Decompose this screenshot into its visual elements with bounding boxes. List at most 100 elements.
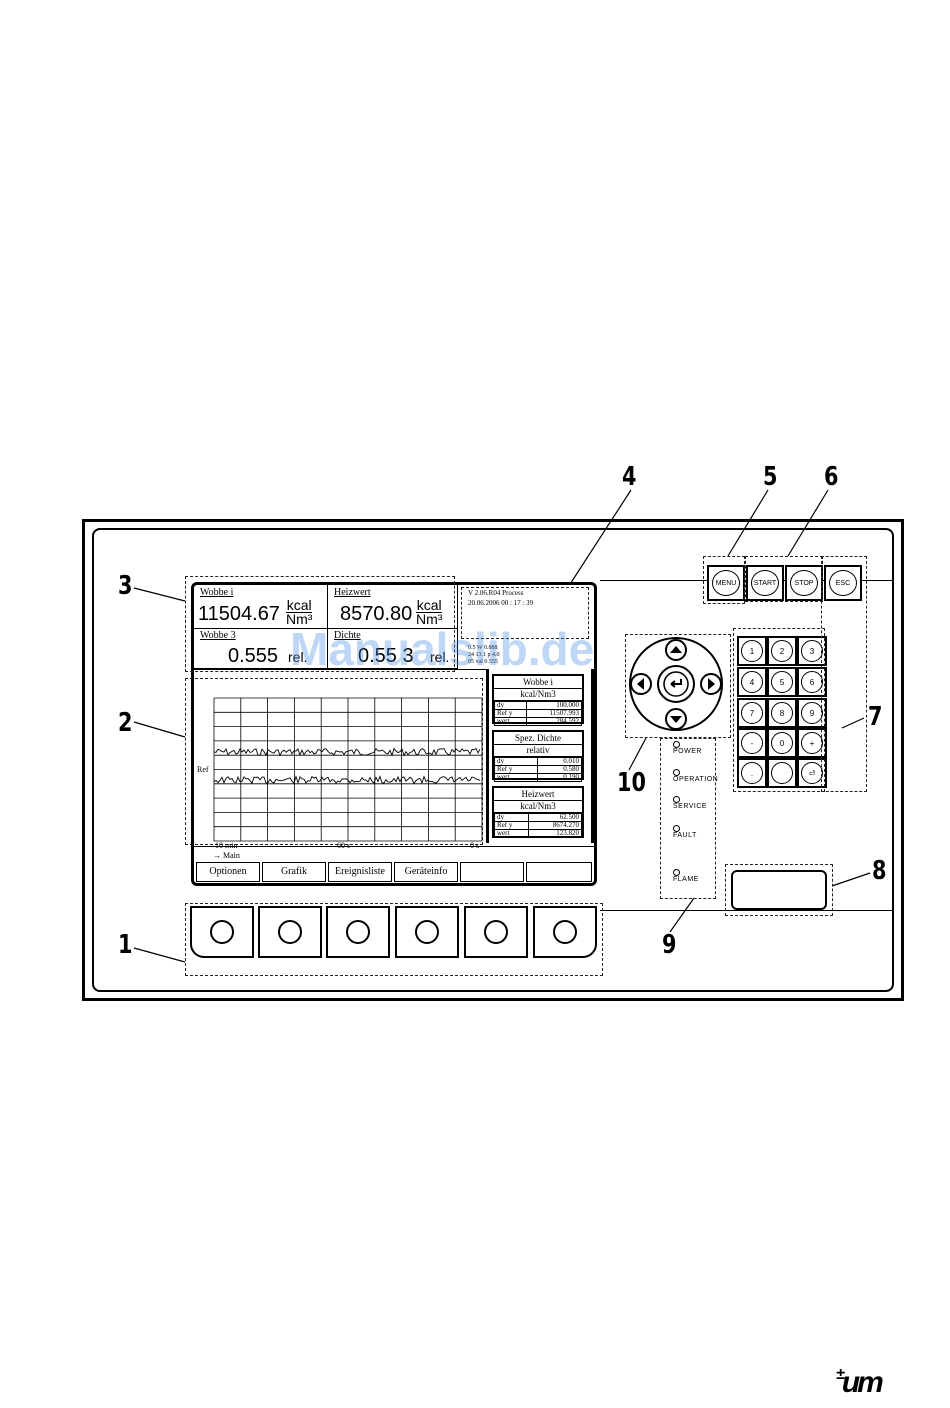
- keypad-key-dot[interactable]: .: [737, 758, 767, 788]
- keypad-key-4[interactable]: 4: [737, 667, 767, 697]
- hw-button-4[interactable]: [395, 906, 459, 958]
- hw-button-5[interactable]: [464, 906, 528, 958]
- graph-trace-2: [213, 775, 481, 785]
- graph-panel: [194, 669, 486, 847]
- time-label-left: 10 min: [215, 841, 238, 850]
- arrow-right-icon: [708, 678, 715, 690]
- hw-button-2[interactable]: [258, 906, 322, 958]
- softkey-grafik[interactable]: Grafik: [262, 862, 326, 882]
- region-6-start-stop: [745, 556, 823, 602]
- callout-7: 7: [868, 702, 883, 732]
- measure-unit: kcal Nm³: [286, 597, 313, 626]
- keypad-key-7[interactable]: 7: [737, 698, 767, 728]
- key-label: 6: [801, 671, 823, 693]
- unit-numerator: kcal: [416, 597, 443, 613]
- graph-ref-label: Ref: [197, 765, 209, 774]
- measure-value: 8570.80: [340, 603, 413, 625]
- status-datetime: 20.06.2006 00 : 17 : 39: [468, 599, 534, 607]
- softkey-6[interactable]: [526, 862, 592, 882]
- keypad-key-8[interactable]: 8: [767, 698, 797, 728]
- measure-value: 0.555: [228, 645, 279, 667]
- keypad-key-minus[interactable]: -: [737, 728, 767, 758]
- softkey-ereignisliste[interactable]: Ereignisliste: [328, 862, 392, 882]
- hw-button-1[interactable]: [190, 906, 254, 958]
- led-fault-icon: [673, 825, 680, 832]
- led-label-power: POWER: [673, 748, 702, 755]
- region-7-keypad: [733, 628, 825, 792]
- keypad-key-6[interactable]: 6: [797, 667, 827, 697]
- button-knob-icon: [278, 920, 302, 944]
- navigation-pad[interactable]: [625, 636, 725, 736]
- key-label: [771, 762, 793, 784]
- key-label: 8: [771, 702, 793, 724]
- keypad-key-1[interactable]: 1: [737, 636, 767, 666]
- hw-button-3[interactable]: [326, 906, 390, 958]
- measure-cell-dichte: Dichte 0.55 3 rel.: [328, 629, 458, 669]
- stat-val: 123.820: [528, 829, 582, 838]
- key-label: 5: [771, 671, 793, 693]
- logo-text: um: [841, 1366, 884, 1399]
- key-label: -: [741, 732, 763, 754]
- callout-2: 2: [118, 708, 133, 738]
- start-key-label: START: [751, 570, 779, 596]
- keypad-key-enter[interactable]: ⏎: [797, 758, 827, 788]
- status-mini-line: 24 13.1 p 4.0: [468, 652, 500, 658]
- region-2-graph: [185, 678, 483, 845]
- menu-key[interactable]: MENU: [707, 565, 745, 601]
- card-slot[interactable]: [731, 870, 827, 910]
- menu-path: → Main: [213, 851, 240, 860]
- measure-title: Dichte: [334, 630, 361, 641]
- callout-4: 4: [622, 462, 637, 492]
- measure-value: 0.55 3: [358, 645, 414, 667]
- led-label-fault: FAULT: [673, 832, 697, 839]
- logo: ±um: [836, 1366, 884, 1400]
- measure-title: Wobbe i: [200, 587, 234, 598]
- esc-key-label: ESC: [829, 570, 857, 596]
- stat-key: wert: [493, 829, 530, 838]
- keypad-key-plus[interactable]: +: [797, 728, 827, 758]
- measure-unit: rel.: [288, 649, 308, 665]
- start-key[interactable]: START: [746, 565, 784, 601]
- keypad-key-blank[interactable]: [767, 758, 797, 788]
- status-mini-line: 0.5 W 0.888: [468, 645, 498, 651]
- button-knob-icon: [484, 920, 508, 944]
- keypad-key-9[interactable]: 9: [797, 698, 827, 728]
- region-10-navigation: [625, 634, 731, 738]
- unit-numerator: kcal: [286, 597, 313, 613]
- key-label: +: [801, 732, 823, 754]
- keypad-key-0[interactable]: 0: [767, 728, 797, 758]
- stat-unit: kcal/Nm3: [494, 689, 582, 701]
- softkey-5[interactable]: [460, 862, 524, 882]
- key-label: 7: [741, 702, 763, 724]
- key-label: 2: [771, 640, 793, 662]
- key-label: 1: [741, 640, 763, 662]
- stop-key-label: STOP: [790, 570, 818, 596]
- region-9-leds: [660, 738, 716, 899]
- region-3-measurements: [185, 576, 455, 672]
- time-axis-line: [194, 846, 594, 847]
- softkey-geraeteinfo[interactable]: Geräteinfo: [394, 862, 458, 882]
- button-knob-icon: [415, 920, 439, 944]
- keypad-key-3[interactable]: 3: [797, 636, 827, 666]
- led-label-service: SERVICE: [673, 803, 708, 810]
- hw-button-6[interactable]: [533, 906, 597, 958]
- region-1-softkeys: [185, 903, 603, 976]
- stat-title: Spez. Dichte: [494, 732, 582, 745]
- button-knob-icon: [346, 920, 370, 944]
- esc-key[interactable]: ESC: [824, 565, 862, 601]
- key-label: 0: [771, 732, 793, 754]
- arrow-down-icon: [670, 716, 682, 723]
- stats-panel: [486, 669, 594, 843]
- watermark: Manualslib.de: [290, 623, 595, 675]
- softkey-optionen[interactable]: Optionen: [196, 862, 260, 882]
- time-label-right: 0 s: [470, 841, 480, 850]
- keypad-key-2[interactable]: 2: [767, 636, 797, 666]
- graph-trace-1: [213, 747, 481, 757]
- led-power-icon: [673, 741, 680, 748]
- keypad-key-5[interactable]: 5: [767, 667, 797, 697]
